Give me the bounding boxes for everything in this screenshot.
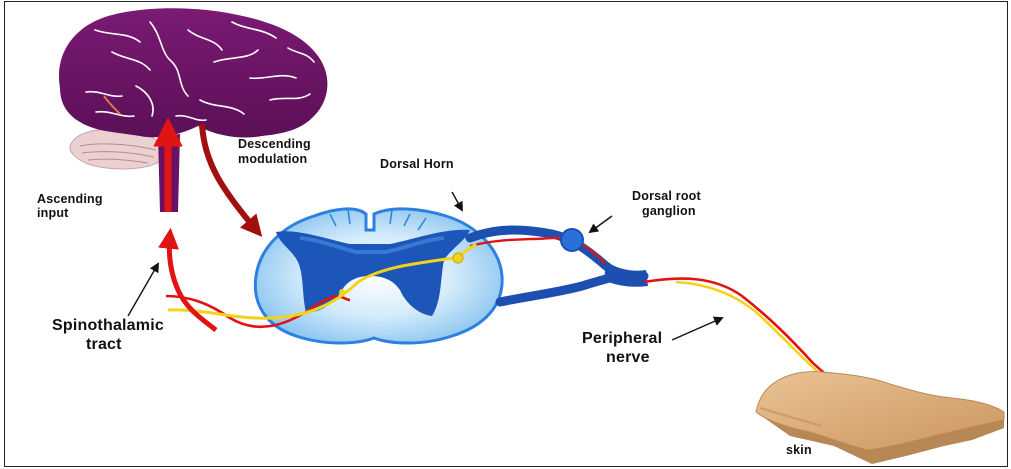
- fiber-node: [339, 289, 345, 295]
- dorsal-horn-label: Dorsal Horn: [380, 157, 454, 171]
- spinal-cord: [255, 209, 502, 343]
- skin-label: skin: [786, 443, 812, 457]
- synapse-dot: [453, 253, 463, 263]
- dorsal-root-ganglion-body: [561, 229, 583, 251]
- descending-modulation-label: Descending modulation: [238, 137, 315, 166]
- dorsal-root-ganglion-label: Dorsal root ganglion: [632, 189, 705, 218]
